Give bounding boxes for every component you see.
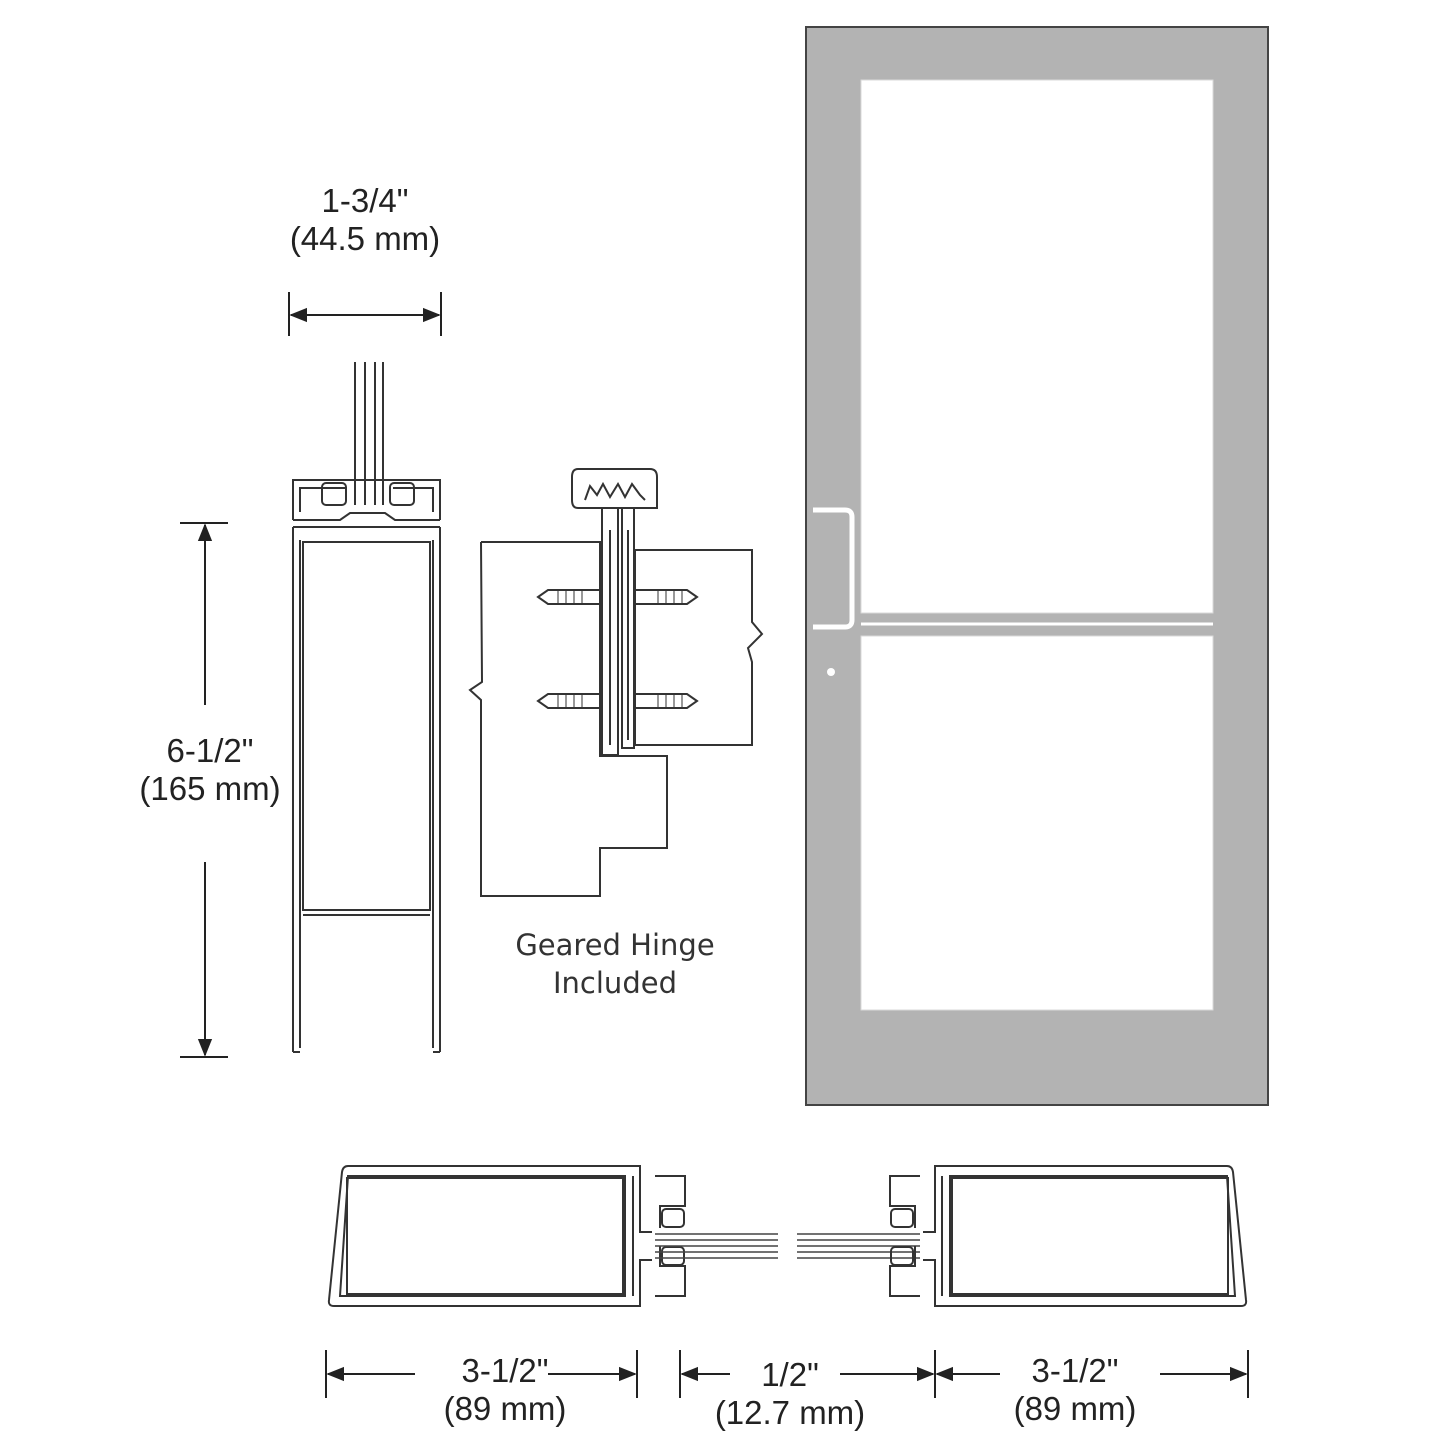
top-width-imperial: 1-3/4" <box>321 182 409 219</box>
door-lock-hole <box>827 668 835 676</box>
stile-left-imperial: 3-1/2" <box>461 1352 549 1389</box>
rail-height-imperial: 6-1/2" <box>166 732 254 769</box>
rail-section-profile <box>292 362 441 1053</box>
rail-height-metric: (165 mm) <box>139 770 281 807</box>
stile-right-label: 3-1/2" (89 mm) <box>970 1352 1180 1428</box>
bottom-dimension-lines <box>325 1350 1249 1398</box>
top-width-metric: (44.5 mm) <box>289 220 441 257</box>
stile-right-metric: (89 mm) <box>1013 1390 1137 1427</box>
top-width-dimension-line <box>288 292 442 336</box>
door-pull-handle <box>813 507 855 630</box>
stile-right-imperial: 3-1/2" <box>1031 1352 1119 1389</box>
top-width-label: 1-3/4" (44.5 mm) <box>255 182 475 258</box>
gap-metric: (12.7 mm) <box>714 1394 866 1431</box>
gap-label: 1/2" (12.7 mm) <box>690 1356 890 1432</box>
stile-left-label: 3-1/2" (89 mm) <box>400 1352 610 1428</box>
rail-height-dimension-line <box>180 522 228 1058</box>
geared-hinge-detail <box>468 468 764 897</box>
glass-insert <box>655 1233 920 1259</box>
hinge-note-line2: Included <box>553 966 677 1000</box>
upper-glass-panel <box>860 79 1214 614</box>
door-elevation <box>805 26 1269 1106</box>
hinge-note-line1: Geared Hinge <box>515 928 715 962</box>
stile-section-left <box>327 1165 686 1307</box>
lower-glass-panel <box>860 635 1214 1011</box>
rail-height-label: 6-1/2" (165 mm) <box>120 732 300 808</box>
stile-left-metric: (89 mm) <box>443 1390 567 1427</box>
stile-section-right <box>889 1165 1248 1307</box>
gap-imperial: 1/2" <box>761 1356 819 1393</box>
hinge-note: Geared Hinge Included <box>490 926 740 1002</box>
